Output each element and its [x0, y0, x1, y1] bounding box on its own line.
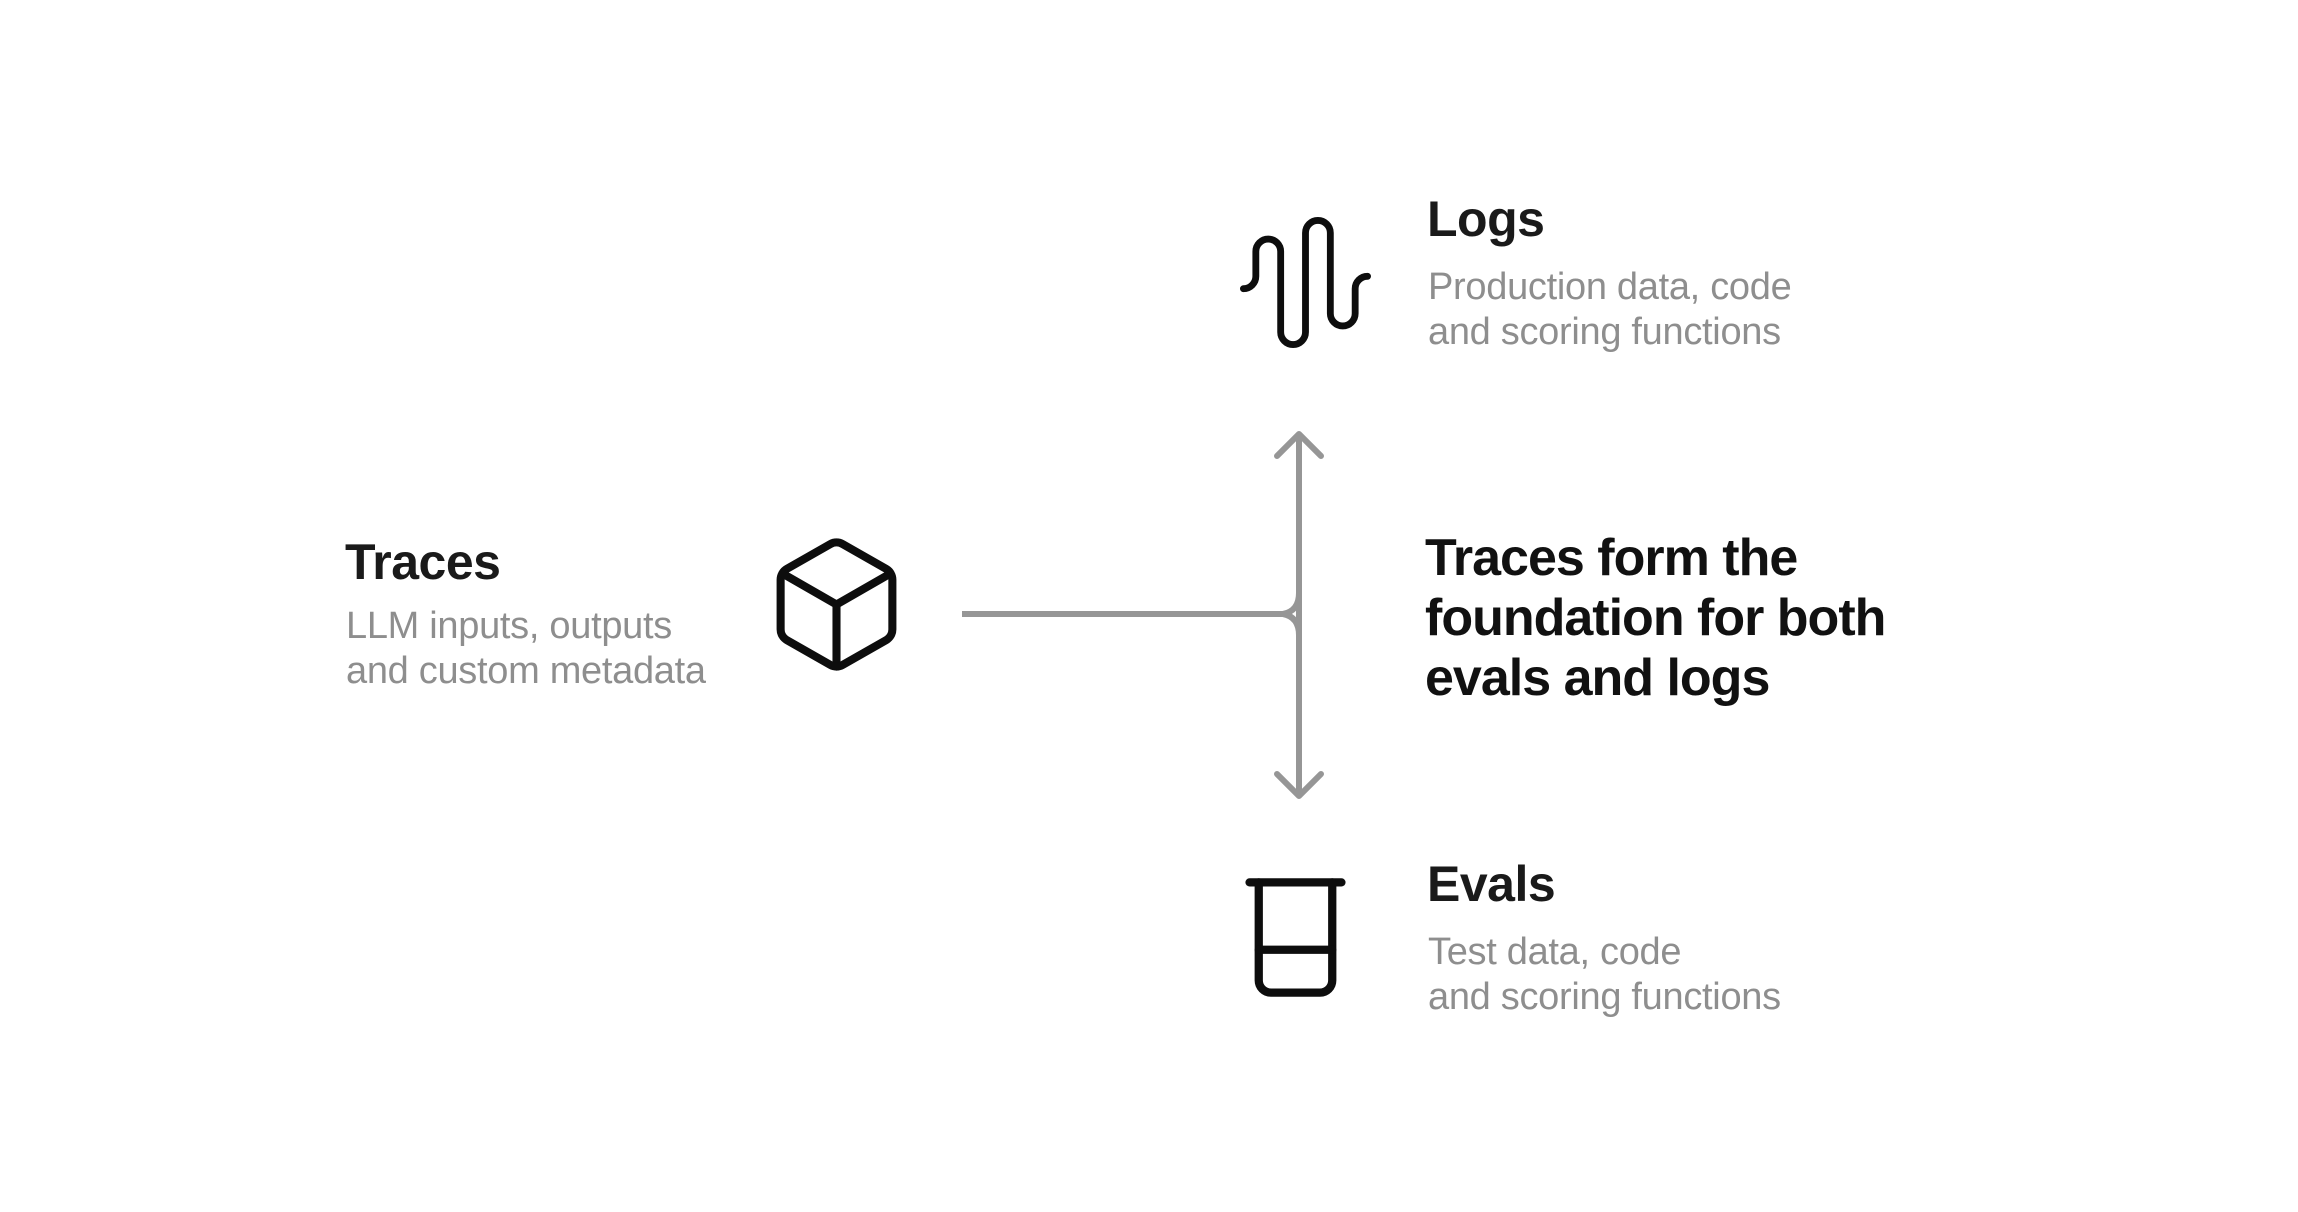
annotation-text: Traces form the foundation for both eval…: [1425, 528, 1886, 708]
beaker-icon: [1245, 878, 1346, 997]
annotation-line3: evals and logs: [1425, 649, 1770, 707]
arrowhead-down: [1274, 771, 1324, 799]
evals-subtitle: Test data, code and scoring functions: [1428, 930, 1781, 1020]
arrowhead-up: [1274, 431, 1324, 459]
evals-title: Evals: [1427, 856, 1556, 912]
traces-subtitle-line2: and custom metadata: [346, 650, 706, 692]
audio-waveform-icon: [1240, 217, 1371, 348]
annotation-line1: Traces form the: [1425, 529, 1798, 587]
logs-subtitle-line1: Production data, code: [1428, 266, 1792, 308]
evals-subtitle-line1: Test data, code: [1428, 931, 1682, 973]
evals-subtitle-line2: and scoring functions: [1428, 976, 1781, 1018]
traces-subtitle: LLM inputs, outputs and custom metadata: [346, 604, 706, 694]
annotation-line2: foundation for both: [1425, 589, 1886, 647]
traces-subtitle-line1: LLM inputs, outputs: [346, 605, 672, 647]
logs-title: Logs: [1427, 191, 1545, 247]
logs-subtitle: Production data, code and scoring functi…: [1428, 265, 1792, 355]
logs-subtitle-line2: and scoring functions: [1428, 311, 1781, 353]
traces-title: Traces: [345, 534, 501, 590]
box-icon: [776, 538, 897, 671]
